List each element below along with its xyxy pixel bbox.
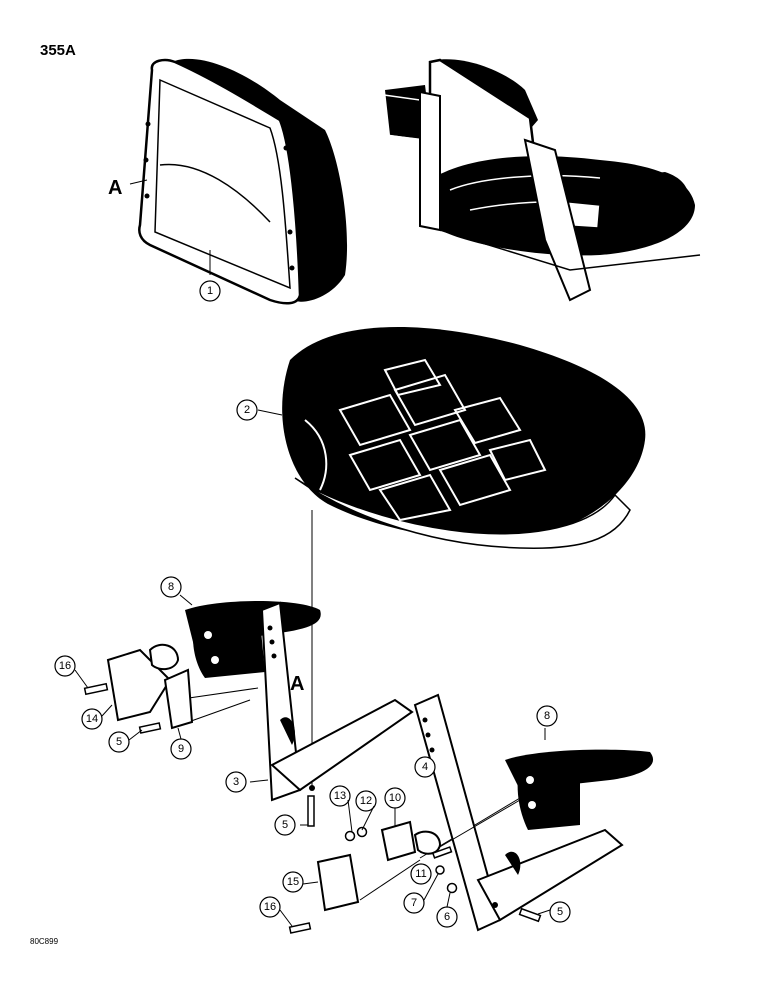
assembled-seat-view (383, 58, 701, 302)
page-number: 355A (40, 42, 76, 59)
seat-cushion-part (282, 326, 646, 549)
svg-text:5: 5 (282, 819, 288, 831)
svg-text:6: 6 (444, 911, 450, 923)
callout-7: 7 (403, 892, 425, 914)
callout-2: 2 (236, 399, 258, 421)
svg-text:5: 5 (116, 736, 122, 748)
callout-16-left: 16 (54, 655, 76, 677)
left-seat-bracket (260, 601, 414, 802)
svg-text:2: 2 (244, 404, 250, 416)
svg-text:1: 1 (207, 285, 213, 297)
svg-text:3: 3 (233, 776, 239, 788)
callout-6: 6 (436, 906, 458, 928)
right-armrest-part (505, 749, 654, 830)
callout-5-right: 5 (549, 901, 571, 923)
callout-12: 12 (355, 790, 377, 812)
svg-text:16: 16 (264, 901, 276, 913)
svg-text:12: 12 (360, 795, 372, 807)
callout-5-center: 5 (274, 814, 296, 836)
callout-10: 10 (384, 787, 406, 809)
svg-text:5: 5 (557, 906, 563, 918)
left-hinge-parts (83, 643, 194, 734)
callout-8-left: 8 (160, 576, 182, 598)
seat-back-part (138, 58, 348, 305)
reference-letter-a-top: A (108, 177, 122, 199)
callout-8-right: 8 (536, 705, 558, 727)
svg-text:10: 10 (389, 792, 401, 804)
svg-text:9: 9 (178, 743, 184, 755)
right-seat-bracket (413, 693, 624, 932)
leader-lines (129, 179, 546, 919)
callout-9: 9 (170, 738, 192, 760)
callout-15: 15 (282, 871, 304, 893)
svg-text:14: 14 (86, 713, 98, 725)
right-hinge-parts (288, 795, 542, 934)
svg-text:7: 7 (411, 897, 417, 909)
svg-text:11: 11 (415, 868, 426, 880)
callout-4: 4 (414, 756, 436, 778)
callout-13: 13 (329, 785, 351, 807)
figure-code: 80C899 (30, 937, 59, 946)
svg-text:4: 4 (422, 761, 428, 773)
reference-letter-a-bracket: A (290, 673, 304, 695)
callout-5-left: 5 (108, 731, 130, 753)
callout-11: 11 (410, 863, 432, 885)
svg-text:13: 13 (334, 790, 346, 802)
svg-text:16: 16 (59, 660, 71, 672)
left-armrest-part (185, 601, 321, 678)
callout-14: 14 (81, 708, 103, 730)
callout-leaders (74, 669, 551, 927)
callout-3: 3 (225, 771, 247, 793)
callout-16-right: 16 (259, 896, 281, 918)
callout-1: 1 (199, 280, 221, 302)
svg-text:8: 8 (544, 710, 550, 722)
svg-text:8: 8 (168, 581, 174, 593)
svg-text:15: 15 (287, 876, 299, 888)
